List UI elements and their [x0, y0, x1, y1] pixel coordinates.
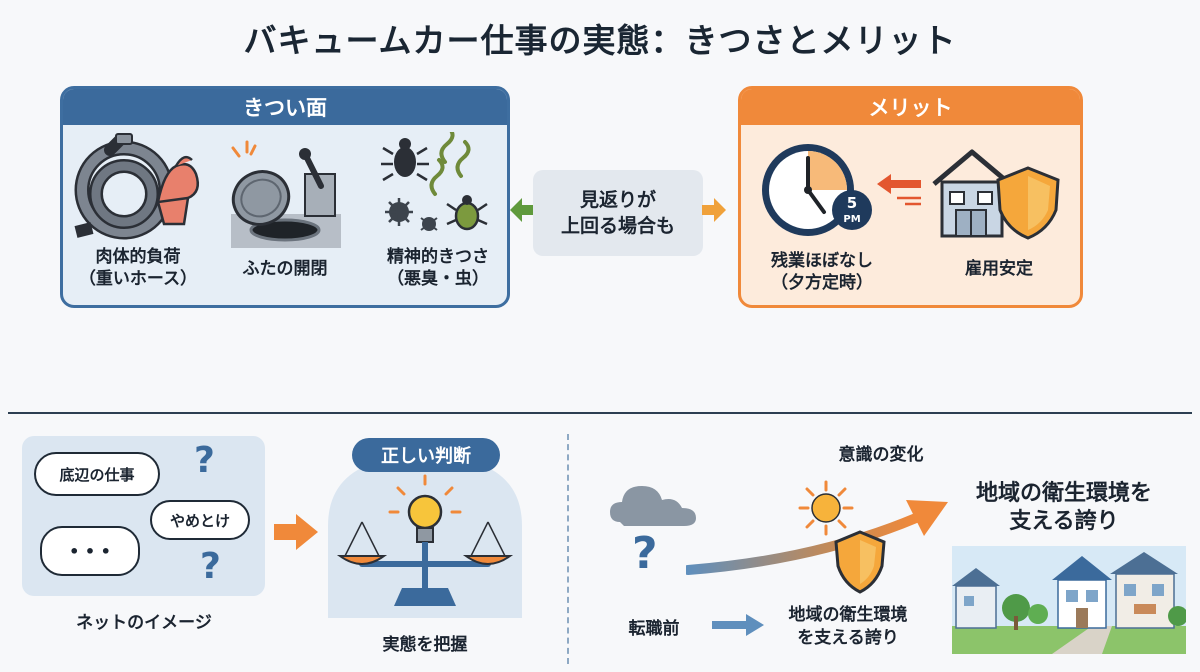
question-mark-icon: ?	[200, 546, 221, 587]
merit-item-label: 雇用安定	[965, 259, 1033, 279]
manhole-lid-icon	[231, 140, 341, 248]
merit-item-label: 残業ほぼなし （夕方定時）	[771, 251, 873, 293]
rising-arrow-icon	[686, 500, 948, 575]
arrow-right-icon	[274, 514, 318, 550]
hard-item-label: 肉体的負荷 （重いホース）	[78, 247, 198, 289]
page-title: バキュームカー仕事の実態：きつさとメリット	[243, 21, 957, 60]
question-mark-icon: ?	[632, 528, 658, 579]
shield-icon	[834, 530, 886, 594]
speech-bubble: 底辺の仕事	[34, 452, 160, 496]
clock-5pm-icon: 5 PM	[762, 144, 872, 236]
sun-icon	[798, 480, 854, 536]
balance-note: 見返りが 上回る場合も	[533, 170, 703, 256]
arrow-left-icon	[877, 174, 921, 206]
speech-bubble: やめとけ	[150, 500, 250, 540]
clock-badge-hour: 5	[847, 194, 857, 212]
section-separator	[567, 434, 569, 664]
question-mark-icon: ?	[194, 440, 215, 481]
bugs-odor-icon	[381, 132, 488, 231]
hard-side-panel: きつい面	[60, 86, 510, 308]
after-label: 地域の衛生環境 を支える誇り	[788, 605, 908, 648]
speech-bubble: • • •	[40, 526, 140, 576]
arrow-right-icon	[702, 198, 726, 222]
arrow-right-icon	[712, 614, 764, 636]
judgment-pill: 正しい判断	[352, 438, 500, 472]
neighborhood-illustration	[952, 546, 1186, 654]
judgment-scale-icon	[328, 456, 522, 618]
before-label: 転職前	[628, 619, 680, 639]
house-shield-icon	[932, 149, 1060, 240]
hose-muscle-icon	[74, 133, 199, 240]
clock-badge-ampm: PM	[843, 214, 860, 225]
merit-header: メリット	[741, 89, 1080, 125]
hard-side-header: きつい面	[63, 89, 507, 125]
hard-item-label: ふたの開閉	[242, 259, 328, 279]
balance-note-line1: 見返りが	[579, 189, 656, 211]
net-image-caption: ネットのイメージ	[76, 613, 212, 633]
awareness-heading: 意識の変化	[838, 445, 924, 465]
hard-item-label: 精神的きつさ （悪臭・虫）	[387, 247, 489, 289]
pride-headline: 地域の衛生環境を 支える誇り	[975, 481, 1152, 534]
judgment-caption: 実態を把握	[382, 635, 468, 655]
balance-note-line2: 上回る場合も	[560, 215, 675, 237]
section-divider	[8, 412, 1192, 414]
arrow-left-icon	[510, 198, 534, 222]
cloud-question-icon	[610, 486, 696, 526]
